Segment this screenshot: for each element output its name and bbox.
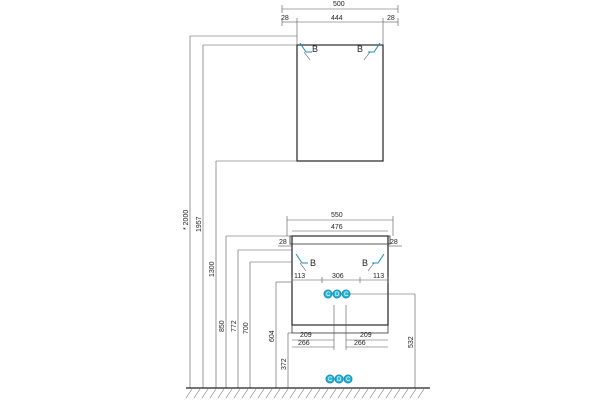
floor-hatch-line [193, 388, 201, 399]
dim-bottom-left-gap: 28 [279, 239, 287, 246]
dim-mid-right: 113 [373, 273, 384, 280]
dim-top-inner: 444 [331, 15, 343, 22]
floor-hatch-line [185, 388, 193, 399]
connector-group-floor [325, 374, 353, 384]
connector-floor-c2: C [346, 377, 351, 383]
height-dimension-lines [189, 35, 297, 388]
floor-hatch-line [289, 388, 297, 399]
dim-height-1300: 1300 [209, 261, 216, 277]
dim-height-850: 850 [219, 320, 226, 332]
connector-group-upper [323, 289, 351, 299]
upper-hinge-right-label: B [357, 44, 363, 54]
floor-hatch-line [249, 388, 257, 399]
lower-cabinet [289, 235, 391, 334]
floor-hatch-line [385, 388, 393, 399]
dim-height-700: 700 [243, 322, 250, 334]
dim-height-604: 604 [269, 330, 276, 342]
floor-hatch-line [225, 388, 233, 399]
dim-top-left-gap: 28 [281, 15, 289, 22]
dim-leg-left-a: 209 [300, 332, 312, 339]
upper-hinge-left-label: B [312, 44, 318, 54]
upper-cabinet-body [296, 44, 384, 162]
lower-hinge-right-label: B [362, 258, 368, 268]
connector-upper-c1: C [326, 292, 331, 298]
dim-bottom-width: 550 [331, 212, 343, 219]
floor-hatch-line [321, 388, 329, 399]
floor-hatch-line [369, 388, 377, 399]
upper-cabinet [296, 44, 384, 162]
dim-mid-center: 306 [332, 273, 344, 280]
leg-dimension-lines [292, 305, 388, 350]
floor-hatch-line [241, 388, 249, 399]
lower-hinge-left [295, 253, 308, 272]
dim-height-2000: * 2000 [183, 210, 190, 230]
upper-hinge-left [299, 42, 312, 61]
floor-hatch-line [377, 388, 385, 399]
dim-leg-right-b: 266 [354, 340, 366, 347]
lower-cabinet-body [291, 235, 389, 326]
floor-hatch-line [281, 388, 289, 399]
dim-bottom-right-gap: 28 [390, 239, 398, 246]
dim-mid-left: 113 [294, 273, 305, 280]
lower-hinge-left-label: B [310, 258, 316, 268]
lower-hinge-right [367, 253, 385, 272]
floor-hatch-line [329, 388, 337, 399]
floor-hatch-line [305, 388, 313, 399]
floor-hatch-line [297, 388, 305, 399]
connector-floor-d: D [337, 377, 342, 383]
dim-height-372: 372 [281, 358, 288, 370]
floor [185, 387, 430, 399]
floor-hatch-line [209, 388, 217, 399]
floor-hatch-line [417, 388, 425, 399]
floor-hatch-line [361, 388, 369, 399]
upper-hinge-right [363, 42, 381, 61]
lower-dimension-lines [278, 216, 402, 283]
dim-height-1957: 1957 [196, 216, 203, 232]
floor-hatch-line [353, 388, 361, 399]
floor-hatch-line [201, 388, 209, 399]
dim-leg-right-a: 209 [360, 332, 372, 339]
floor-hatch-line [409, 388, 417, 399]
floor-hatch-line [273, 388, 281, 399]
floor-hatch-line [345, 388, 353, 399]
floor-hatch-line [393, 388, 401, 399]
connector-upper-d: D [335, 292, 340, 298]
dim-leg-left-b: 266 [298, 340, 310, 347]
dim-top-width: 500 [333, 1, 345, 8]
floor-hatch-line [233, 388, 241, 399]
dim-height-532: 532 [408, 336, 415, 348]
dim-top-right-gap: 28 [387, 15, 395, 22]
floor-hatch-line [265, 388, 273, 399]
floor-hatch-line [401, 388, 409, 399]
upper-dimension-lines [281, 5, 399, 45]
floor-hatch-line [337, 388, 345, 399]
dim-bottom-inner: 476 [331, 224, 343, 231]
floor-hatch-line [313, 388, 321, 399]
connector-upper-c2: C [344, 292, 349, 298]
dim-height-772: 772 [231, 320, 238, 332]
connector-floor-c1: C [328, 377, 333, 383]
floor-hatch-line [217, 388, 225, 399]
floor-hatch-line [257, 388, 265, 399]
